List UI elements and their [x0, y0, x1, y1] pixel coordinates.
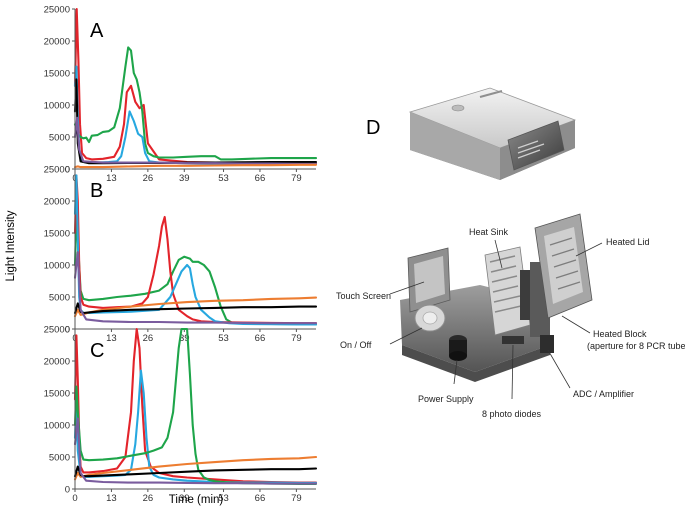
x-tick-label: 53 [218, 493, 229, 504]
y-tick-label: 0 [65, 164, 70, 175]
callout-on-off: On / Off [340, 340, 372, 350]
callout-power-supply: Power Supply [418, 394, 474, 404]
panel-label-c: C [90, 340, 104, 362]
chart-panel-b: 05000100001500020000250000132639536679B [44, 164, 318, 344]
series-line-3 [73, 327, 318, 485]
series-line-1 [73, 212, 318, 326]
x-tick-label: 26 [143, 173, 154, 184]
series-line-1 [73, 7, 318, 165]
x-tick-label: 26 [143, 493, 154, 504]
y-tick-label: 20000 [44, 36, 70, 47]
x-tick-label: 13 [106, 493, 117, 504]
y-tick-label: 0 [65, 484, 70, 495]
x-tick-label: 39 [179, 493, 190, 504]
series-line-6 [73, 163, 318, 169]
x-axis-title: Time (min) [169, 494, 224, 506]
assembled-instrument [408, 87, 577, 180]
series-line-4 [73, 455, 318, 481]
x-tick-label: 0 [72, 493, 77, 504]
series-line-6 [73, 251, 318, 325]
x-tick-label: 26 [143, 333, 154, 344]
y-tick-label: 25000 [44, 4, 70, 15]
instrument-illustration: D [336, 87, 685, 419]
series-line-4 [73, 296, 318, 318]
panel-label-a: A [90, 20, 104, 42]
x-tick-label: 66 [255, 333, 266, 344]
y-tick-label: 25000 [44, 324, 70, 335]
x-tick-label: 66 [255, 173, 266, 184]
x-tick-label: 13 [106, 333, 117, 344]
exploded-instrument [400, 213, 593, 382]
x-tick-label: 79 [291, 333, 302, 344]
callout-adc-amplifier: ADC / Amplifier [573, 389, 634, 399]
y-tick-label: 10000 [44, 100, 70, 111]
y-tick-label: 15000 [44, 388, 70, 399]
callout-heated-lid: Heated Lid [606, 237, 650, 247]
callout-heated-block: Heated Block [593, 329, 647, 339]
series-line-2 [73, 369, 318, 484]
series-line-4 [73, 78, 318, 165]
y-tick-label: 25000 [44, 164, 70, 175]
series-line-2 [73, 46, 318, 161]
y-tick-label: 20000 [44, 356, 70, 367]
panel-label-d: D [366, 117, 380, 139]
x-tick-label: 39 [179, 173, 190, 184]
callout-touch-screen: Touch Screen [336, 291, 391, 301]
y-tick-label: 5000 [49, 132, 70, 143]
light-intensity-charts: 05000100001500020000250000132639536679A0… [5, 4, 318, 506]
series-line-3 [73, 65, 318, 166]
y-tick-label: 15000 [44, 68, 70, 79]
x-tick-label: 79 [291, 173, 302, 184]
y-axis-title: Light Intensity [5, 210, 17, 281]
x-tick-label: 13 [106, 173, 117, 184]
callout-heated-block-aperture: (aperture for 8 PCR tubes) [587, 341, 685, 351]
callout-heat-sink: Heat Sink [469, 227, 509, 237]
y-tick-label: 15000 [44, 228, 70, 239]
x-tick-label: 53 [218, 333, 229, 344]
x-tick-label: 39 [179, 333, 190, 344]
y-tick-label: 5000 [49, 292, 70, 303]
y-tick-label: 20000 [44, 196, 70, 207]
panel-label-b: B [90, 180, 103, 202]
y-tick-label: 10000 [44, 420, 70, 431]
callout-leaders [389, 239, 603, 400]
chart-panel-a: 05000100001500020000250000132639536679A [44, 4, 318, 184]
series-line-6 [73, 417, 318, 485]
callout-photo-diodes: 8 photo diodes [482, 409, 542, 419]
y-tick-label: 0 [65, 324, 70, 335]
y-tick-label: 5000 [49, 452, 70, 463]
series-line-5 [73, 116, 318, 165]
y-tick-label: 10000 [44, 260, 70, 271]
x-tick-label: 53 [218, 173, 229, 184]
x-tick-label: 79 [291, 493, 302, 504]
x-tick-label: 66 [255, 493, 266, 504]
